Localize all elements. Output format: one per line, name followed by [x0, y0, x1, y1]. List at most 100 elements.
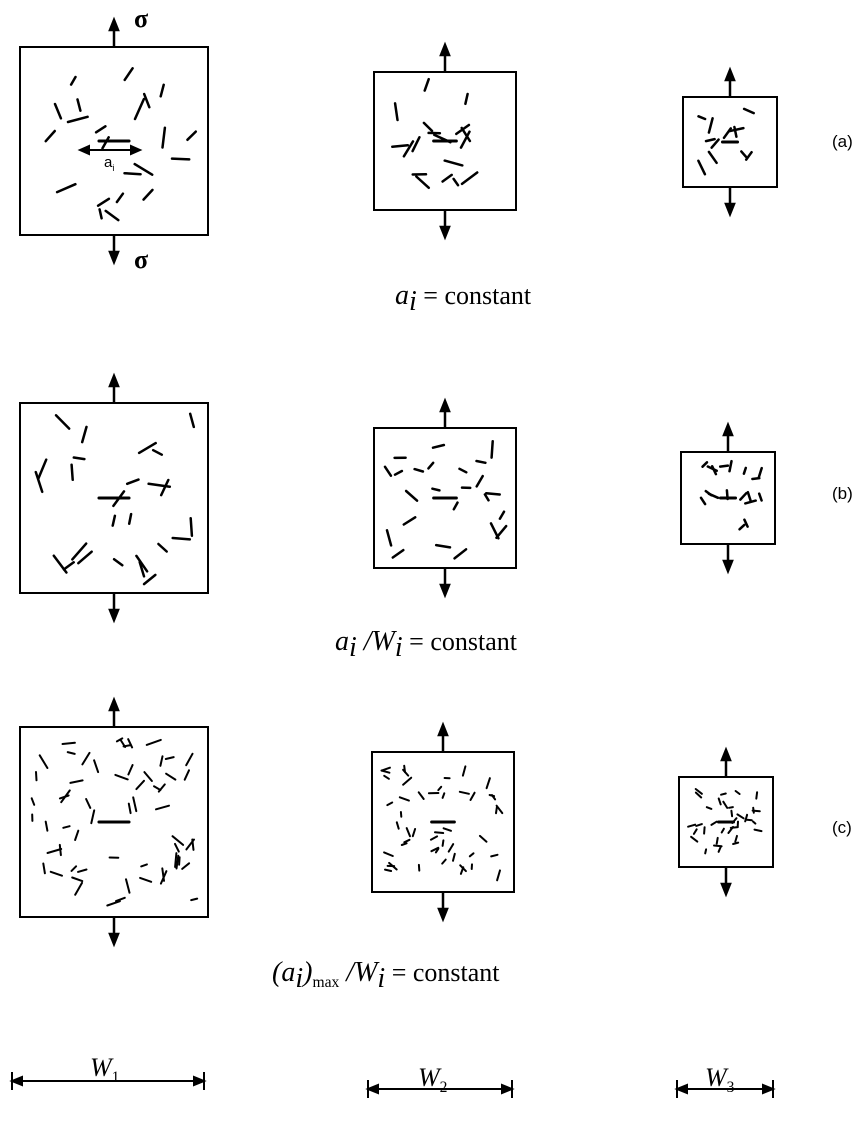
crack — [114, 773, 129, 781]
crack — [393, 469, 404, 476]
crack — [147, 482, 172, 488]
crack — [739, 491, 748, 501]
crack — [498, 510, 506, 520]
crack — [383, 851, 394, 857]
crack — [460, 171, 479, 186]
crack — [728, 126, 745, 133]
load-arrowhead-bottom — [439, 225, 451, 241]
crack — [398, 796, 410, 802]
crack — [178, 856, 181, 866]
crack — [123, 67, 134, 82]
crack — [718, 464, 730, 468]
crack — [400, 842, 408, 846]
crack — [717, 797, 722, 806]
crack — [165, 772, 177, 781]
crack — [386, 801, 394, 807]
crack — [174, 842, 180, 853]
crack — [728, 459, 733, 473]
crack — [44, 820, 49, 832]
crack — [77, 868, 88, 873]
crack — [441, 858, 447, 865]
crack — [49, 870, 63, 877]
crack — [140, 863, 148, 868]
crack — [402, 516, 417, 526]
crack — [70, 463, 74, 482]
crack — [447, 843, 455, 853]
crack — [722, 127, 733, 140]
crack — [404, 489, 419, 502]
crack — [715, 836, 719, 845]
load-arrowhead-top — [439, 41, 451, 57]
crack — [402, 140, 415, 158]
crack — [405, 827, 411, 838]
crack — [452, 501, 459, 511]
crack — [484, 491, 501, 496]
crack — [62, 825, 71, 829]
crack — [441, 839, 445, 847]
crack-length-arrow-left — [77, 144, 90, 156]
crack — [171, 536, 192, 541]
crack — [72, 456, 86, 461]
crack — [74, 881, 83, 896]
crack — [69, 779, 84, 784]
crack — [489, 522, 500, 540]
crack — [385, 529, 393, 547]
width-label-1: W1 — [90, 1053, 120, 1087]
crack — [707, 117, 714, 134]
load-arrowhead-top — [720, 746, 732, 762]
crack — [703, 826, 706, 835]
crack — [145, 738, 162, 746]
crack — [90, 809, 96, 825]
crack — [430, 846, 440, 853]
crack — [695, 823, 703, 827]
crack — [707, 150, 718, 165]
width-arrow-left — [365, 1083, 379, 1095]
load-arrowhead-bottom — [722, 559, 734, 575]
crack — [55, 182, 77, 194]
crack — [80, 425, 88, 444]
crack — [104, 209, 120, 222]
crack — [46, 848, 63, 854]
crack — [30, 797, 36, 806]
crack — [106, 900, 121, 907]
crack — [469, 791, 476, 801]
crack — [70, 865, 78, 872]
crack — [170, 157, 191, 161]
crack — [189, 516, 194, 537]
crack — [690, 835, 699, 843]
crack — [96, 197, 111, 207]
crack — [490, 794, 497, 801]
crack — [722, 800, 729, 809]
load-arrowhead-top — [108, 372, 120, 388]
crack — [71, 542, 88, 561]
crack — [485, 777, 491, 790]
crack — [442, 827, 452, 832]
crack — [181, 862, 191, 870]
load-arrowhead-bottom — [108, 932, 120, 948]
crack — [461, 765, 467, 777]
crack — [159, 478, 170, 497]
crack — [66, 115, 89, 124]
crack — [701, 461, 709, 468]
load-arrows — [108, 16, 736, 948]
crack — [751, 809, 761, 813]
crack — [139, 876, 153, 883]
crack — [157, 783, 166, 793]
crack — [475, 474, 484, 488]
load-arrowhead-bottom — [439, 583, 451, 599]
load-arrowhead-bottom — [108, 250, 120, 266]
crack — [138, 560, 146, 578]
load-arrowhead-top — [724, 66, 736, 82]
crack — [729, 826, 739, 829]
crack-length-arrow-right — [130, 144, 143, 156]
crack — [155, 804, 170, 811]
crack — [135, 779, 145, 791]
caption-c: (ai)max /Wi = constant — [272, 957, 500, 995]
crack — [111, 514, 117, 527]
crack — [44, 129, 57, 143]
crack — [417, 791, 425, 800]
width-arrow-left — [674, 1083, 688, 1095]
crack — [183, 769, 190, 781]
crack — [76, 98, 82, 112]
crack — [720, 827, 725, 834]
